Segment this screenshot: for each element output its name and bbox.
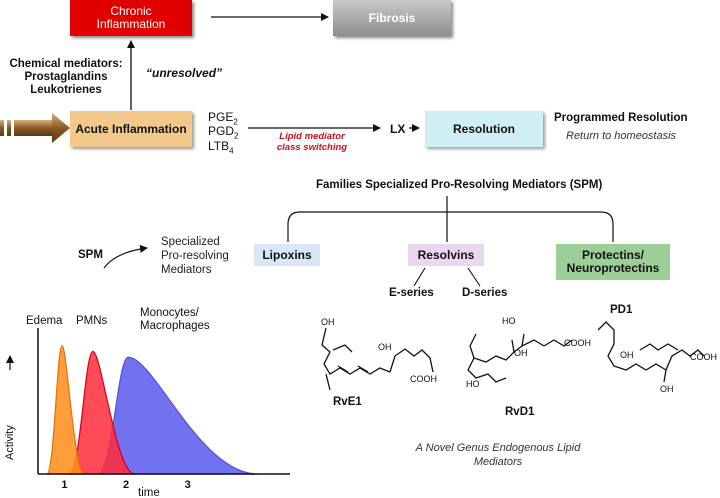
- lx-label: LX: [390, 122, 406, 136]
- pd1-cooh: COOH: [690, 352, 717, 362]
- chart-ylabel: Activity: [4, 425, 16, 460]
- resolvins-label: Resolvins: [417, 247, 475, 262]
- area-series-pmns: [68, 350, 136, 475]
- acute-inflammation-box: Acute Inflammation: [70, 111, 192, 147]
- area-series-edema: [46, 344, 85, 475]
- rve1-cooh: COOH: [410, 374, 437, 384]
- series-label-monocytes: Monocytes/ Macrophages: [140, 307, 210, 332]
- class-switching-text: Lipid mediator class switching: [262, 131, 362, 153]
- class-switching-line1: Lipid mediator: [279, 131, 345, 142]
- novel-genus-text: A Novel Genus Endogenous Lipid Mediators: [404, 441, 592, 469]
- pge2-sub: 2: [233, 117, 238, 127]
- pgd2-sub: 2: [234, 131, 239, 141]
- spm-desc-line3: Mediators: [161, 264, 212, 276]
- rvd1-ho-bottom: HO: [466, 379, 480, 389]
- pge2-base: PGE: [208, 110, 234, 124]
- resolvins-box: Resolvins: [408, 244, 484, 266]
- spm-description: Specialized Pro-resolving Mediators: [161, 235, 229, 277]
- chemical-mediators-line1: Chemical mediators:: [9, 58, 123, 70]
- resolution-box: Resolution: [425, 111, 543, 147]
- families-spm-title: Families Specialized Pro-Resolving Media…: [316, 179, 603, 191]
- pd1-label: PD1: [610, 304, 633, 316]
- novel-genus-line1: A Novel Genus Endogenous Lipid: [415, 442, 581, 454]
- rvd1-cooh: COOH: [564, 338, 591, 348]
- rve1-oh-right: OH: [378, 342, 392, 352]
- chemical-mediators-line3: Leukotrienes: [30, 84, 102, 96]
- rve1-structure: [321, 327, 434, 391]
- rve1-label: RvE1: [333, 396, 362, 408]
- pd1-oh-left: OH: [620, 350, 634, 360]
- x-tick-label: 3: [185, 479, 191, 491]
- rvd1-structure: [467, 333, 573, 383]
- novel-genus-line2: Mediators: [473, 456, 523, 468]
- programmed-resolution-title: Programmed Resolution: [554, 112, 688, 124]
- chart-areas: [46, 344, 259, 475]
- rvd1-ho-top: HO: [502, 316, 516, 326]
- unresolved-text: “unresolved”: [146, 66, 223, 80]
- spm-label: SPM: [78, 249, 103, 261]
- rve1-oh-top: OH: [321, 317, 335, 327]
- spm-bracket: [287, 196, 614, 242]
- activity-chart: 1 2 3 time Activity Edema PMNs Monocytes/ …: [4, 307, 290, 498]
- chemical-mediators-text: Chemical mediators: Prostaglandins Leuko…: [4, 58, 128, 97]
- spm-curved-arrow: [103, 244, 148, 269]
- fibrosis-label: Fibrosis: [368, 10, 416, 25]
- d-series-label: D-series: [462, 287, 508, 299]
- chronic-inflammation-box: Chronic Inflammation: [70, 0, 192, 36]
- series-label-monocytes-line2: Macrophages: [140, 320, 210, 332]
- resolution-label: Resolution: [453, 121, 515, 136]
- pd1-oh-bottom: OH: [660, 384, 674, 394]
- spm-desc-line2: Pro-resolving: [161, 250, 229, 262]
- input-arrow: [0, 113, 70, 143]
- chart-ticks: 1 2 3: [61, 479, 190, 491]
- protectins-label: Protectins/ Neuroprotectins: [566, 248, 660, 275]
- lipoxins-label: Lipoxins: [262, 247, 312, 262]
- fibrosis-box: Fibrosis: [333, 0, 451, 36]
- ltb4-label: LTB4: [208, 139, 234, 155]
- chart-xlabel: time: [138, 487, 160, 498]
- rvd1-oh-mid: OH: [514, 348, 528, 358]
- spm-desc-line1: Specialized: [161, 236, 220, 248]
- ltb4-base: LTB: [208, 139, 230, 153]
- pgd2-base: PGD: [208, 124, 235, 138]
- x-tick-label: 2: [123, 479, 129, 491]
- series-label-pmns: PMNs: [76, 315, 108, 327]
- pgd2-label: PGD2: [208, 124, 238, 140]
- return-homeostasis-text: Return to homeostasis: [566, 130, 677, 142]
- series-label-edema: Edema: [26, 315, 63, 327]
- resolvin-split-lines: [413, 267, 481, 287]
- rvd1-label: RvD1: [505, 406, 535, 418]
- lipoxins-box: Lipoxins: [254, 244, 320, 266]
- protectins-box: Protectins/ Neuroprotectins: [556, 244, 670, 280]
- class-switching-line2: class switching: [276, 142, 348, 153]
- chemical-mediators-line2: Prostaglandins: [24, 71, 108, 83]
- series-label-monocytes-line1: Monocytes/: [140, 307, 200, 319]
- pge2-label: PGE2: [208, 110, 238, 126]
- e-series-label: E-series: [389, 287, 434, 299]
- chronic-inflammation-label: Chronic Inflammation: [96, 4, 166, 31]
- x-tick-label: 1: [61, 479, 67, 491]
- ltb4-sub: 4: [229, 146, 234, 156]
- acute-inflammation-label: Acute Inflammation: [75, 121, 187, 136]
- pd1-structure: [597, 321, 705, 383]
